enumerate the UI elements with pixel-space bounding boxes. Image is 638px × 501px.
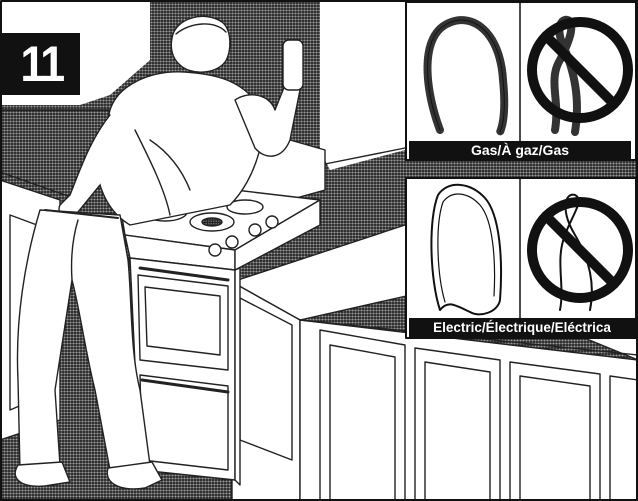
gas-caption: Gas/À gaz/Gas <box>409 141 631 159</box>
electric-caption: Electric/Électrique/Eléctrica <box>409 318 635 337</box>
gas-connector-panel <box>406 2 636 160</box>
electric-cord-panel <box>406 178 636 338</box>
step-number-badge: 11 <box>2 33 80 95</box>
step-number: 11 <box>20 39 62 89</box>
